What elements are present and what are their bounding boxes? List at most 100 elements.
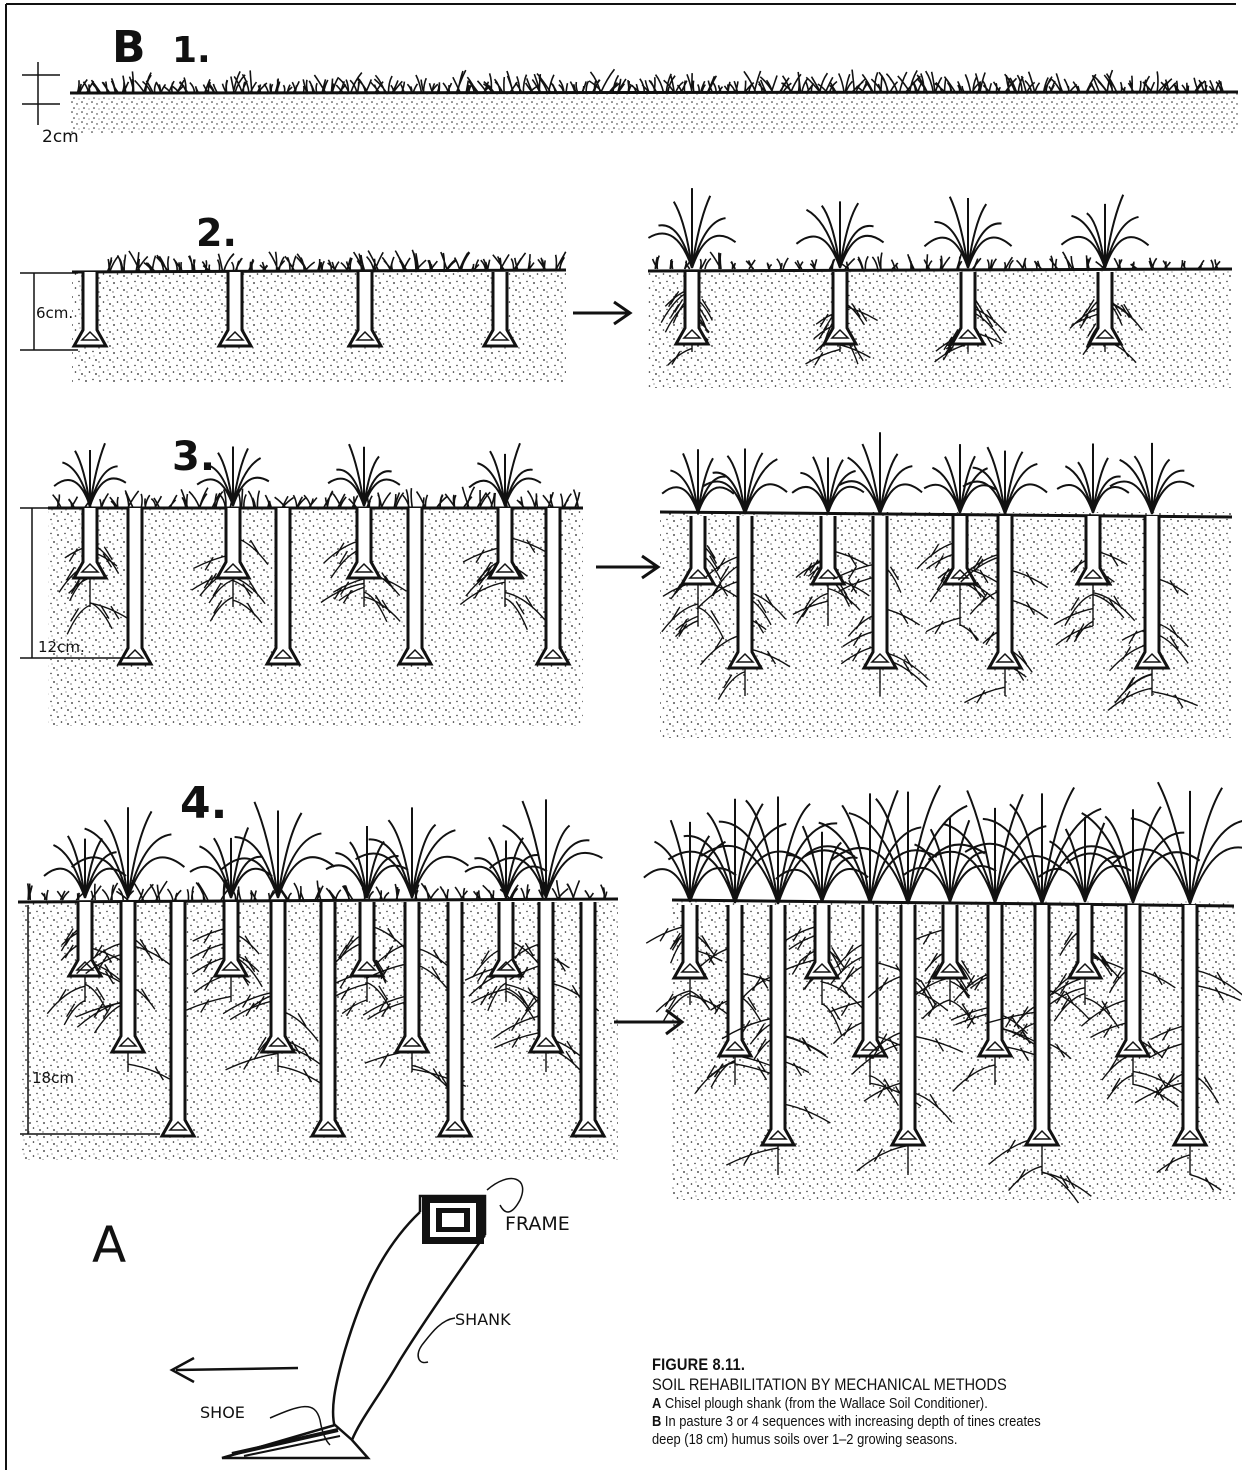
- grass-tuft: [91, 884, 101, 900]
- grass-tuft: [507, 71, 517, 93]
- grass-tuft: [294, 883, 304, 900]
- grass-tuft: [203, 79, 210, 93]
- caption-text-a: Chisel plough shank (from the Wallace So…: [661, 1395, 987, 1412]
- plant-leaves: [776, 826, 868, 902]
- stage-3-diagram: 3. 12cm.: [20, 432, 1232, 738]
- grass-tuft: [394, 493, 403, 507]
- grass-tuft: [309, 81, 317, 93]
- grass-tuft: [341, 258, 352, 271]
- direction-arrow: [172, 1358, 298, 1382]
- grass-tuft: [1004, 257, 1013, 269]
- grass-tuft: [53, 494, 61, 507]
- grass-tuft: [517, 497, 524, 507]
- grass-tuft: [91, 80, 100, 93]
- grass-tuft: [685, 260, 691, 269]
- grass-tuft: [521, 884, 530, 900]
- plant-leaves: [648, 188, 735, 268]
- grass-tuft: [260, 262, 268, 271]
- grass-tuft: [440, 886, 448, 900]
- grass-tuft: [111, 78, 118, 93]
- grass-tuft: [1050, 256, 1058, 269]
- grass-tuft: [275, 79, 280, 93]
- plant-leaves: [465, 837, 547, 898]
- grass-tuft: [653, 256, 660, 269]
- grass-tuft: [746, 260, 755, 269]
- caption-key-b: B: [652, 1413, 661, 1430]
- grass-tuft: [354, 252, 365, 271]
- grass-tuft: [196, 882, 208, 900]
- stage-4-diagram: 4. 18cm: [18, 778, 1242, 1203]
- grass-tuft: [328, 260, 339, 271]
- grass-tuft: [57, 891, 69, 900]
- grass-tuft: [292, 81, 299, 93]
- grass-tuft: [167, 889, 181, 900]
- grass-tuft: [108, 256, 119, 271]
- grass-tuft: [926, 71, 942, 93]
- stage-4-arrow: [614, 1010, 682, 1034]
- grass-tuft: [151, 496, 161, 507]
- grass-tuft: [495, 77, 505, 93]
- grass-tuft: [395, 251, 410, 271]
- caption-line-a: A Chisel plough shank (from the Wallace …: [652, 1395, 1155, 1413]
- panel-b-letter: B: [112, 22, 146, 73]
- grass-tuft: [100, 493, 109, 507]
- grass-tuft: [453, 70, 466, 93]
- grass-tuft: [767, 263, 771, 269]
- grass-tuft: [102, 883, 117, 900]
- grass-tuft: [515, 75, 526, 93]
- grass-tuft: [1149, 258, 1156, 269]
- grass-tuft: [421, 883, 438, 900]
- grass-tuft: [567, 880, 579, 900]
- grass-tuft: [382, 257, 394, 271]
- grass-tuft: [543, 492, 553, 507]
- grass-tuft: [41, 890, 48, 900]
- plant-leaves: [1061, 195, 1148, 268]
- plant-leaves: [924, 444, 996, 513]
- grass-tuft: [486, 493, 495, 507]
- grass-tuft: [304, 495, 317, 507]
- grass-tuft: [1128, 76, 1134, 93]
- plant-leaves: [54, 443, 126, 506]
- grass-tuft: [493, 254, 509, 271]
- stage-3-number: 3.: [172, 434, 215, 480]
- grass-tuft: [326, 888, 341, 900]
- grass-tuft: [462, 487, 474, 507]
- caption-text-b1: In pasture 3 or 4 sequences with increas…: [661, 1413, 1040, 1430]
- stage-2-soil-after: [648, 270, 1232, 388]
- grass-tuft: [69, 497, 78, 507]
- grass-tuft: [1063, 252, 1074, 269]
- grass-tuft: [102, 81, 110, 93]
- grass-tuft: [777, 258, 788, 269]
- grass-tuft: [511, 253, 525, 271]
- grass-tuft: [412, 250, 426, 271]
- grass-tuft: [528, 491, 538, 507]
- grass-tuft: [293, 495, 305, 507]
- grass-tuft: [1114, 258, 1122, 269]
- grass-tuft: [76, 892, 84, 900]
- grass-tuft: [83, 81, 93, 93]
- grass-tuft: [839, 73, 853, 93]
- grass-tuft: [187, 886, 193, 900]
- grass-tuft: [358, 78, 372, 93]
- grass-tuft: [189, 488, 208, 507]
- grass-tuft: [649, 77, 657, 93]
- grass-tuft: [343, 885, 353, 900]
- grass-tuft: [249, 259, 254, 271]
- grass-tuft: [189, 256, 195, 271]
- grass-tuft: [1121, 82, 1127, 93]
- plant-leaves: [924, 197, 1011, 268]
- grass-tuft: [213, 492, 223, 507]
- grass-tuft: [157, 255, 169, 271]
- grass-tuft: [670, 259, 672, 269]
- panel-a-shank-drawing: A FRAME SHANK SHOE: [92, 1179, 570, 1458]
- grass-tuft: [202, 260, 209, 271]
- grass-tuft: [110, 497, 118, 507]
- grass-tuft: [315, 881, 323, 900]
- grass-tuft: [944, 77, 955, 93]
- grass-tuft: [528, 254, 534, 271]
- grass-tuft: [1034, 261, 1041, 269]
- grass-tuft: [478, 490, 491, 507]
- shank-label: SHANK: [455, 1310, 511, 1329]
- grass-tuft: [118, 255, 126, 271]
